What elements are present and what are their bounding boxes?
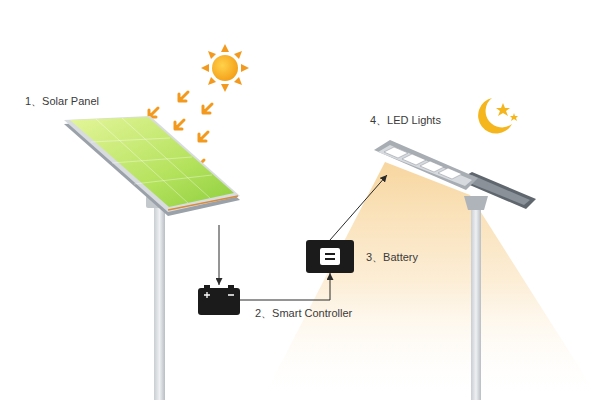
solar-panel (91, 118, 212, 203)
solar-panel (64, 116, 240, 216)
led-lamp-head (438, 168, 462, 179)
battery-body (198, 288, 240, 315)
sun-icon (234, 77, 242, 85)
right-pole (471, 200, 481, 400)
led-lamp-head (374, 140, 536, 209)
solar-panel-box: 1、Solar Panel (60, 108, 245, 225)
sunlight-arrows (203, 104, 212, 113)
sunlight-arrows (199, 132, 208, 141)
sun-icon (212, 55, 238, 81)
moon-icon (478, 98, 518, 134)
moon-icon (496, 103, 510, 116)
sun-icon (221, 84, 229, 92)
solar-panel (112, 157, 192, 163)
solar-panel (70, 117, 234, 207)
part-label: 3、Battery (366, 250, 418, 264)
flow-arrow (219, 225, 220, 285)
polarity-sign (204, 292, 234, 298)
flow-arrow (330, 175, 387, 240)
sun-icon (201, 64, 209, 72)
flow-arrow (240, 273, 330, 300)
controller-box: 2、Smart Controller (198, 285, 240, 315)
solar-panel (134, 175, 212, 184)
solar-panel (91, 138, 170, 142)
solar-panel (168, 196, 238, 210)
led-lamp-head (374, 140, 478, 190)
moon-icon (510, 113, 518, 121)
right-pole (464, 196, 488, 210)
sun-icon (201, 44, 249, 92)
solar-panel (64, 116, 240, 212)
part-label: 1、Solar Panel (25, 94, 99, 108)
sun-icon (241, 64, 249, 72)
led-lamp-head (384, 147, 462, 179)
sun-icon (208, 51, 216, 59)
sunlight-arrows (175, 120, 184, 129)
solar-panel (122, 118, 210, 198)
solar-panel (96, 119, 188, 203)
battery-box: 3、Battery (306, 240, 354, 273)
right-pole (464, 196, 488, 400)
part-label: 2、Smart Controller (255, 306, 352, 320)
left-pole (154, 205, 165, 400)
controller-icon (306, 240, 354, 273)
moon-icon (478, 98, 512, 134)
controller-face (320, 248, 340, 265)
left-pole (146, 190, 176, 400)
sunlight-arrows (179, 92, 188, 101)
sun-icon (201, 44, 249, 92)
sun-icon (208, 77, 216, 85)
sun-icon (234, 51, 242, 59)
led-lamp-head (378, 145, 472, 186)
controller-slot (325, 254, 335, 259)
sunlight-arrows (149, 108, 158, 117)
led-light-box: 4、LED Lights (372, 135, 472, 175)
led-lamp-head (402, 154, 426, 165)
part-label: 4、LED Lights (370, 113, 441, 127)
led-lamp-head (420, 161, 444, 172)
led-lamp-head (384, 147, 408, 158)
sun-icon (221, 44, 229, 52)
light-beam (262, 162, 600, 400)
battery-icon (198, 285, 240, 315)
controller-body (306, 240, 354, 273)
